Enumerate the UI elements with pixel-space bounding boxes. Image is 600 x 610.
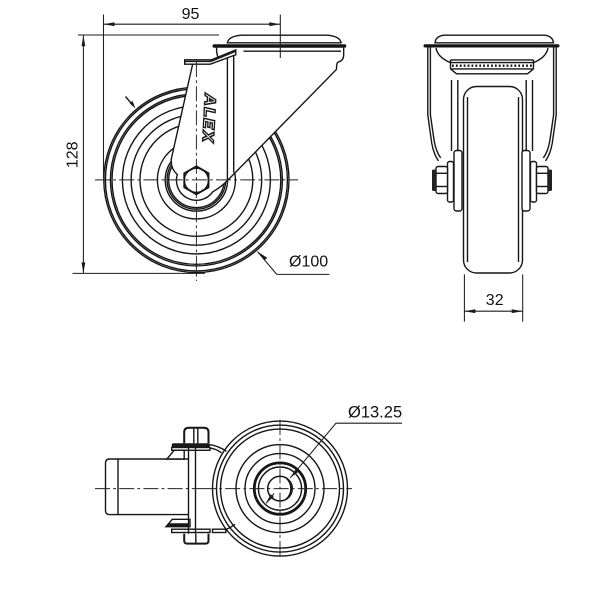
svg-text:Ø13.25: Ø13.25 bbox=[348, 403, 402, 421]
svg-text:95: 95 bbox=[182, 6, 200, 23]
svg-text:32: 32 bbox=[486, 292, 504, 309]
svg-text:128: 128 bbox=[65, 141, 82, 168]
svg-text:Ø100: Ø100 bbox=[289, 254, 328, 271]
